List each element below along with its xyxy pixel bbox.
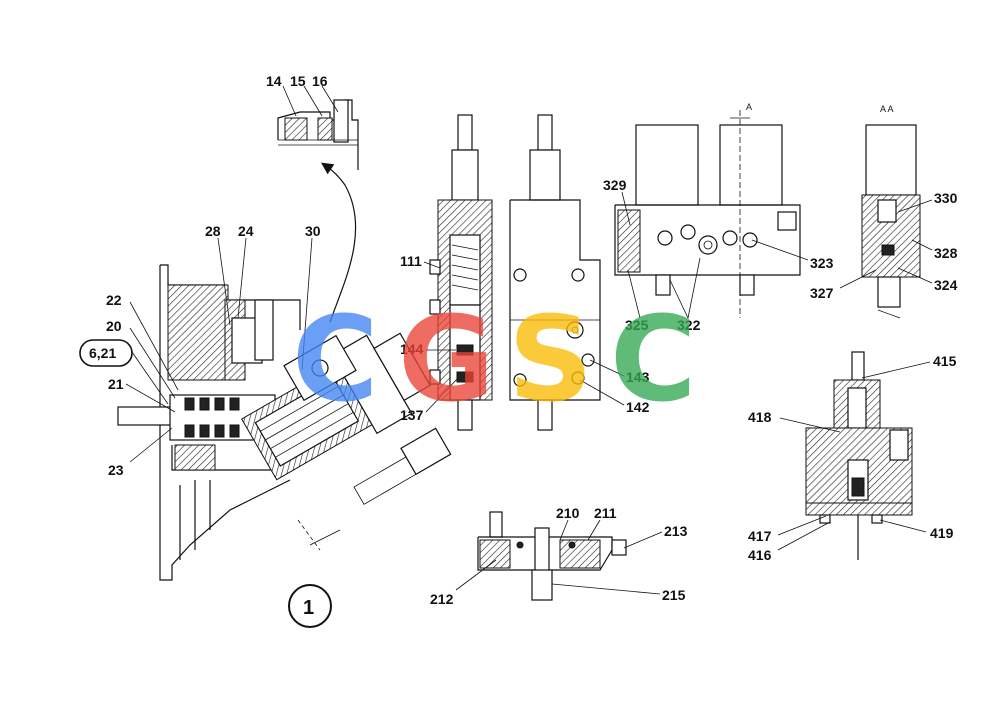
callout-416: 416 [748, 547, 772, 563]
section-mark-a: A [746, 102, 752, 112]
figure-number-circle [288, 584, 332, 628]
callout-21: 21 [108, 376, 124, 392]
valve-section-right [509, 114, 601, 431]
detail-view-bolt [277, 99, 359, 170]
watermark-logo: C G S C [292, 290, 697, 428]
section-mark-aa: A A [880, 104, 894, 114]
section-aa-view [861, 124, 921, 319]
watermark-letter-s: S [508, 290, 593, 428]
leader-lines-pump [125, 237, 313, 463]
callout-324: 324 [934, 277, 958, 293]
valve-section-left [429, 114, 493, 431]
leader-lines-fitting [455, 519, 663, 595]
callout-111: 111 [400, 253, 422, 269]
leader-lines-top [282, 85, 339, 117]
callout-415: 415 [933, 353, 957, 369]
callout-144: 144 [400, 341, 424, 357]
callout-419: 419 [930, 525, 954, 541]
callout-142: 142 [626, 399, 650, 415]
callout-325: 325 [625, 317, 649, 333]
callout-212: 212 [430, 591, 454, 607]
callout-28: 28 [205, 223, 221, 239]
callout-14: 14 [266, 73, 282, 89]
watermark-letter-c2: C [610, 290, 697, 428]
pressure-valve-section [805, 351, 913, 560]
curved-arrow [321, 162, 357, 323]
callout-323: 323 [810, 255, 834, 271]
callout-418: 418 [748, 409, 772, 425]
callout-137: 137 [400, 407, 424, 423]
callout-327: 327 [810, 285, 834, 301]
callout-328: 328 [934, 245, 958, 261]
bearing-rollers [184, 397, 240, 438]
callout-22: 22 [106, 292, 122, 308]
callout-215: 215 [662, 587, 686, 603]
callout-621-frame [79, 339, 133, 367]
leader-lines-solenoid [621, 191, 809, 319]
solenoid-block [614, 110, 801, 318]
callout-213: 213 [664, 523, 688, 539]
callout-329: 329 [603, 177, 627, 193]
callout-30: 30 [305, 223, 321, 239]
callout-211: 211 [594, 505, 617, 521]
watermark-letter-c1: C [292, 290, 379, 428]
callout-322: 322 [677, 317, 701, 333]
callout-15: 15 [290, 73, 306, 89]
figure-number: 1 [303, 597, 314, 619]
watermark-letter-g: G [398, 290, 495, 428]
callout-143: 143 [626, 369, 650, 385]
fitting-assembly [477, 511, 627, 601]
callout-20: 20 [106, 318, 122, 334]
callout-417: 417 [748, 528, 772, 544]
leader-lines-valve [423, 261, 625, 413]
callout-330: 330 [934, 190, 958, 206]
callout-16: 16 [312, 73, 328, 89]
callout-23: 23 [108, 462, 124, 478]
callout-210: 210 [556, 505, 580, 521]
pump-housing [117, 264, 452, 581]
leader-lines-pressure-valve [777, 361, 931, 551]
leader-lines-section-aa [839, 199, 933, 289]
callout-6-21: 6,21 [89, 345, 116, 361]
callout-24: 24 [238, 223, 254, 239]
